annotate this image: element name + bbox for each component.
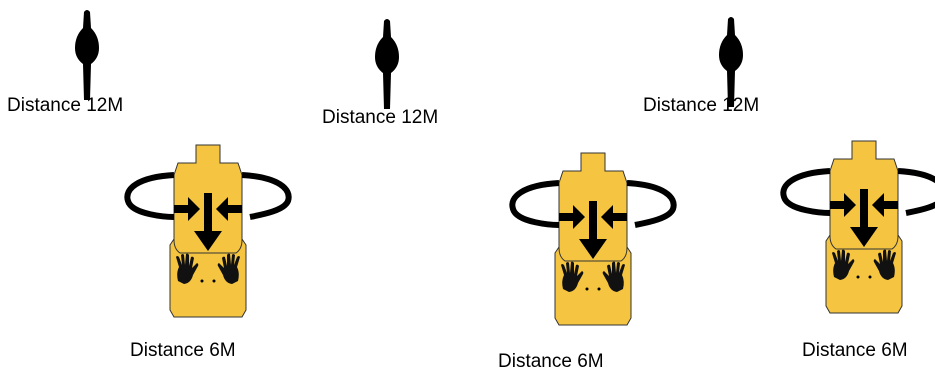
far-distance-label-1: Distance 12M	[7, 95, 124, 116]
near-distance-label-3: Distance 6M	[802, 340, 908, 361]
near-target-1	[127, 145, 288, 317]
near-distance-label-2: Distance 6M	[498, 351, 604, 372]
near-target-2	[512, 153, 673, 325]
near-target-3	[783, 141, 935, 313]
far-target-3	[719, 17, 743, 107]
near-distance-label-1: Distance 6M	[130, 340, 236, 361]
far-distance-label-2: Distance 12M	[322, 107, 439, 128]
far-distance-label-3: Distance 12M	[643, 95, 760, 116]
far-target-1	[75, 10, 99, 100]
far-target-2	[375, 19, 399, 109]
